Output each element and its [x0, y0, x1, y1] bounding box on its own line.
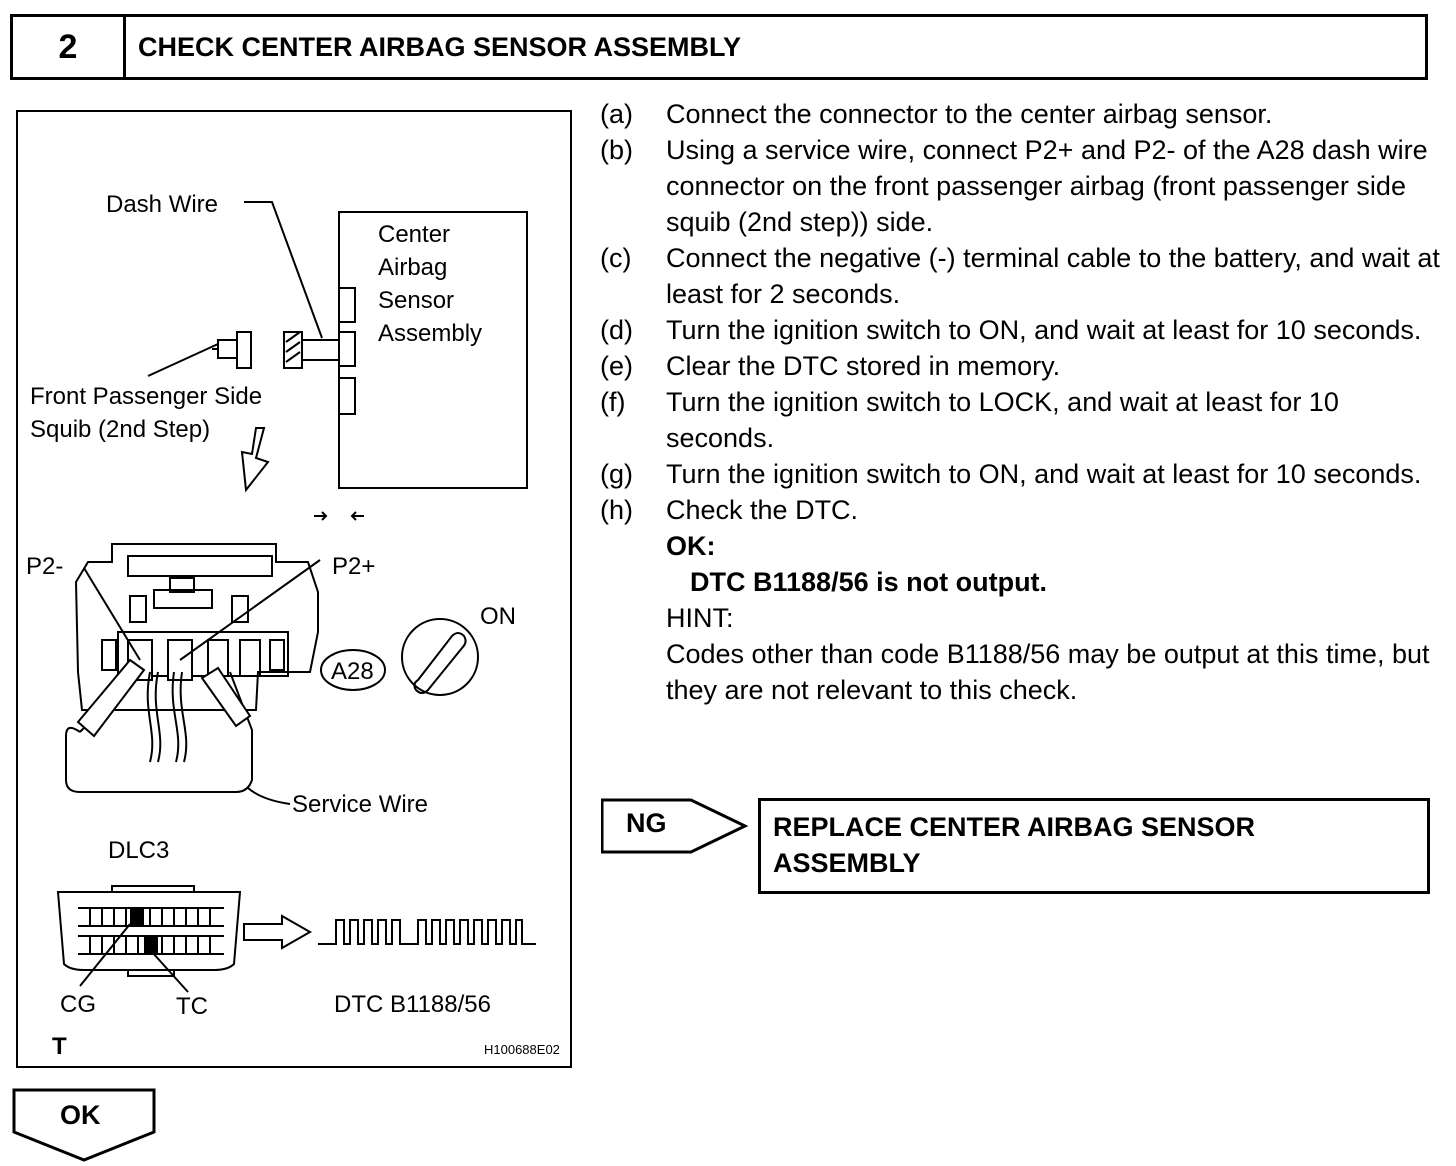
ng-action-line1: REPLACE CENTER AIRBAG SENSOR	[773, 812, 1256, 842]
hint-text: Codes other than code B1188/56 may be ou…	[666, 639, 1430, 705]
label-p2-minus: P2-	[26, 553, 63, 580]
label-center-4: Assembly	[378, 320, 482, 347]
label-dtc: DTC B1188/56	[334, 991, 491, 1018]
step-label: (d)	[600, 315, 633, 345]
step-number: 2	[13, 17, 126, 77]
step-e: (e) Clear the DTC stored in memory.	[600, 348, 1440, 384]
diagram-figure: Dash Wire Center Airbag Sensor Assembly …	[16, 110, 572, 1068]
ok-result: DTC B1188/56 is not output.	[690, 567, 1048, 597]
ok-tag-shape	[12, 1088, 156, 1162]
step-label: (h)	[600, 495, 633, 525]
ok-label: OK:	[666, 531, 716, 561]
ng-tag-shape	[601, 798, 749, 854]
ok-criteria: OK: DTC B1188/56 is not output. HINT: Co…	[666, 528, 1440, 708]
step-b: (b) Using a service wire, connect P2+ an…	[600, 132, 1440, 240]
step-text: Clear the DTC stored in memory.	[666, 351, 1061, 381]
step-h: (h) Check the DTC.	[600, 492, 1440, 528]
label-dash-wire: Dash Wire	[106, 191, 218, 218]
label-front-1: Front Passenger Side	[30, 383, 262, 410]
label-center-2: Airbag	[378, 254, 447, 281]
label-center-1: Center	[378, 221, 450, 248]
ng-action-box: REPLACE CENTER AIRBAG SENSOR ASSEMBLY	[758, 798, 1430, 894]
tc-pin	[144, 936, 158, 954]
label-p2-plus: P2+	[332, 553, 375, 580]
step-label: (g)	[600, 459, 633, 489]
label-a28: A28	[331, 658, 374, 685]
label-cg: CG	[60, 991, 96, 1018]
step-text: Turn the ignition switch to LOCK, and wa…	[666, 387, 1339, 453]
step-text: Connect the negative (-) terminal cable …	[666, 243, 1440, 309]
step-title: CHECK CENTER AIRBAG SENSOR ASSEMBLY	[138, 31, 742, 62]
step-label: (f)	[600, 387, 626, 417]
step-c: (c) Connect the negative (-) terminal ca…	[600, 240, 1440, 312]
step-label: (b)	[600, 135, 633, 165]
step-text: Turn the ignition switch to ON, and wait…	[666, 459, 1422, 489]
step-text: Check the DTC.	[666, 495, 859, 525]
ng-tag-label: NG	[626, 808, 667, 838]
step-text: Turn the ignition switch to ON, and wait…	[666, 315, 1422, 345]
step-label: (a)	[600, 99, 633, 129]
hint-label: HINT:	[666, 603, 734, 633]
step-label: (c)	[600, 243, 632, 273]
ok-tag-label: OK	[60, 1100, 101, 1130]
step-f: (f) Turn the ignition switch to LOCK, an…	[600, 384, 1440, 456]
ng-action-line2: ASSEMBLY	[773, 848, 921, 878]
label-corner-t: T	[52, 1033, 67, 1060]
step-d: (d) Turn the ignition switch to ON, and …	[600, 312, 1440, 348]
label-service-wire: Service Wire	[292, 791, 428, 818]
step-g: (g) Turn the ignition switch to ON, and …	[600, 456, 1440, 492]
step-label: (e)	[600, 351, 633, 381]
label-tc: TC	[176, 993, 208, 1020]
label-on: ON	[480, 603, 516, 630]
label-center-3: Sensor	[378, 287, 454, 314]
cg-pin	[130, 908, 144, 926]
center-airbag-sensor-box	[338, 211, 528, 489]
wiring-diagram: Dash Wire Center Airbag Sensor Assembly …	[26, 191, 560, 1060]
label-figure-id: H100688E02	[484, 1042, 560, 1057]
step-header: 2 CHECK CENTER AIRBAG SENSOR ASSEMBLY	[10, 14, 1428, 80]
step-a: (a) Connect the connector to the center …	[600, 96, 1440, 132]
step-text: Using a service wire, connect P2+ and P2…	[666, 135, 1428, 237]
label-dlc3: DLC3	[108, 837, 169, 864]
label-front-2: Squib (2nd Step)	[30, 416, 210, 443]
step-text: Connect the connector to the center airb…	[666, 99, 1273, 129]
dlc3-pins	[89, 908, 211, 954]
procedure-steps: (a) Connect the connector to the center …	[600, 96, 1440, 708]
